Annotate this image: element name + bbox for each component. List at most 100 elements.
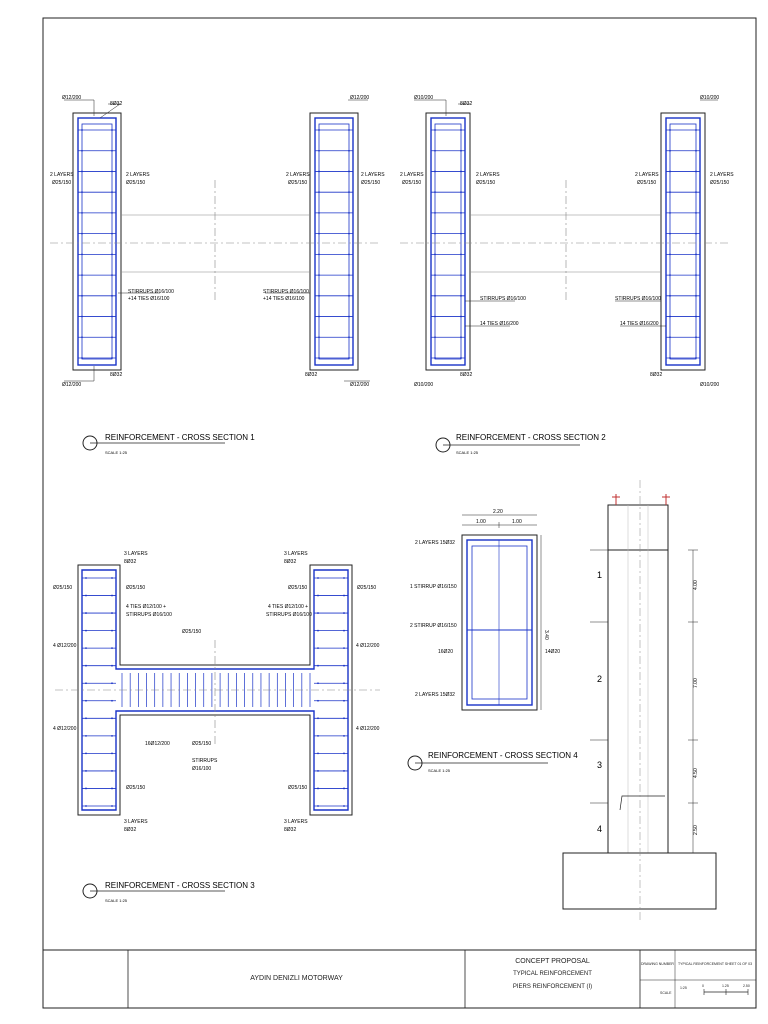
s2-title: REINFORCEMENT - CROSS SECTION 2 (456, 433, 606, 442)
s2-top-mid-label: 8Ø32 (460, 101, 472, 107)
s2-top-left-label: Ø10/200 (414, 95, 433, 101)
elev-dim-3: 4.50 (693, 768, 699, 778)
proposal-title: CONCEPT PROPOSAL (515, 958, 590, 965)
s4-layers-top: 2 LAYERS 15Ø32 (415, 540, 455, 546)
section-2: Ø10/200 8Ø32 Ø10/200 2 LAYERS Ø25/150 2 … (400, 95, 734, 455)
scale-bar-0: 0 (702, 984, 704, 988)
s3-bars-bot-r: 8Ø32 (284, 827, 296, 833)
s3-l-side-1: Ø25/150 (53, 585, 72, 591)
s3-web-bar: Ø25/150 (182, 629, 201, 635)
s1-layers-b: 2 LAYERS (126, 172, 150, 178)
s4-dim-right: 1.00 (512, 519, 522, 525)
scale-label: SCALE (660, 991, 672, 995)
s3-layers-top-r: 3 LAYERS (284, 551, 308, 557)
s1-layers-b-bar: Ø25/150 (126, 180, 145, 186)
s3-web-bot-1: 16Ø12/200 (145, 741, 170, 747)
sheet-border (42, 17, 757, 1009)
s2-right-column (660, 112, 706, 371)
s2-layers-a: 2 LAYERS (400, 172, 424, 178)
s2-top-right-label: Ø10/200 (700, 95, 719, 101)
project-name: AYDIN DENIZLI MOTORWAY (250, 975, 343, 982)
s4-layers-bot: 2 LAYERS 15Ø32 (415, 692, 455, 698)
s3-scale: SCALE 1:25 (105, 898, 128, 903)
s3-layers-bot-r: 3 LAYERS (284, 819, 308, 825)
s1-ties-a: +14 TIES Ø16/100 (128, 296, 170, 302)
s1-top-right-label: Ø12/200 (350, 95, 369, 101)
s2-ties-a: 14 TIES Ø16/200 (480, 321, 519, 327)
s3-l-phi-2: 4 Ø12/200 (53, 726, 77, 732)
s3-r-side-1: Ø25/150 (288, 585, 307, 591)
s1-layers-c: 2 LAYERS (286, 172, 310, 178)
s1-right-column (309, 112, 359, 371)
s4-dim-total: 2.20 (493, 509, 503, 515)
s1-stirrups-b: STIRRUPS Ø16/100 (263, 289, 309, 295)
s3-outline (77, 564, 353, 816)
s2-bot-mid2-label: 8Ø32 (650, 372, 662, 378)
s1-bot-mid2-label: 8Ø32 (305, 372, 317, 378)
s2-left-column (425, 112, 471, 371)
elev-marker-3: 3 (597, 760, 602, 770)
s2-layers-d-bar: Ø25/150 (710, 180, 729, 186)
s1-ties-b: +14 TIES Ø16/100 (263, 296, 305, 302)
scale-value: 1:25 (680, 986, 687, 990)
elev-marker-1: 1 (597, 570, 602, 580)
s2-scale: SCALE 1:25 (456, 450, 479, 455)
s1-layers-a-bar: Ø25/150 (52, 180, 71, 186)
s3-r-phi-2: 4 Ø12/200 (356, 726, 380, 732)
elev-marker-4: 4 (597, 824, 602, 834)
s3-r-bot-1: Ø25/150 (288, 785, 307, 791)
elev-dim-4: 2.50 (693, 825, 699, 835)
s1-bot-mid-label: 8Ø32 (110, 372, 122, 378)
s2-layers-b: 2 LAYERS (476, 172, 500, 178)
s1-title: REINFORCEMENT - CROSS SECTION 1 (105, 433, 255, 442)
s2-layers-c-bar: Ø25/150 (637, 180, 656, 186)
section-3: 3 LAYERS 8Ø32 3 LAYERS 8Ø32 Ø25/150 Ø25/… (53, 551, 380, 903)
s3-web-bot-2: Ø25/150 (192, 741, 211, 747)
s3-l-bot-1: Ø25/150 (126, 785, 145, 791)
s1-top-left-label: Ø12/200 (62, 95, 81, 101)
pier-elevation: 1 2 3 4 4.00 7.00 4.50 2.50 (562, 480, 717, 920)
s3-l-phi-1: 4 Ø12/200 (53, 643, 77, 649)
s4-scale: SCALE 1:25 (428, 768, 451, 773)
s2-bot-left-label: Ø10/200 (414, 382, 433, 388)
s2-ties-b: 14 TIES Ø16/200 (620, 321, 659, 327)
s1-layers-c-bar: Ø25/150 (288, 180, 307, 186)
proposal-line-2: TYPICAL REINFORCEMENT (513, 971, 592, 977)
s2-layers-d: 2 LAYERS (710, 172, 734, 178)
section-1: Ø12/200 8Ø32 Ø12/200 2 LAYERS Ø25/150 2 … (50, 95, 385, 455)
s4-stirrup-1: 1 STIRRUP Ø16/150 (410, 584, 457, 590)
s2-stirrups-a: STIRRUPS Ø16/100 (480, 296, 526, 302)
title-block (43, 949, 756, 1008)
s1-top-mid-label: 8Ø32 (110, 101, 122, 107)
s2-layers-c: 2 LAYERS (635, 172, 659, 178)
s2-layers-b-bar: Ø25/150 (476, 180, 495, 186)
s1-layers-d-bar: Ø25/150 (361, 180, 380, 186)
s1-bot-left-label: Ø12/200 (62, 382, 81, 388)
elev-dim-2: 7.00 (693, 678, 699, 688)
elev-dim-1: 4.00 (693, 580, 699, 590)
s3-web-stirrups: STIRRUPS (192, 758, 218, 764)
elev-marker-2: 2 (597, 674, 602, 684)
s2-bot-right-label: Ø10/200 (700, 382, 719, 388)
scale-bar-mid: 1.25 (722, 984, 729, 988)
s4-title: REINFORCEMENT - CROSS SECTION 4 (428, 751, 578, 760)
s1-layers-a: 2 LAYERS (50, 172, 74, 178)
s2-bot-mid-label: 8Ø32 (460, 372, 472, 378)
s1-bot-right-label: Ø12/200 (350, 382, 369, 388)
s1-left-column (72, 112, 122, 371)
s3-web-stirrups-bar: Ø16/100 (192, 766, 211, 772)
s3-ties-l: 4 TIES Ø12/100 + (126, 604, 166, 610)
s2-stirrups-b: STIRRUPS Ø16/100 (615, 296, 661, 302)
s4-dim-height: 3.40 (543, 630, 549, 640)
s3-ties-r: 4 TIES Ø12/100 + (268, 604, 308, 610)
section-4: 2.20 1.00 1.00 3.40 2 LAYERS 15Ø32 1 STI… (407, 509, 578, 773)
drawing-number-label: DRAWING NUMBER (641, 962, 674, 966)
s4-dim-left: 1.00 (476, 519, 486, 525)
s4-side-bar: 14Ø20 (545, 649, 560, 655)
s1-scale: SCALE 1:25 (105, 450, 128, 455)
s4-stirrup-2: 2 STIRRUP Ø16/150 (410, 623, 457, 629)
s3-stirrups-r: STIRRUPS Ø16/100 (266, 612, 312, 618)
s3-stirrups-l: STIRRUPS Ø16/100 (126, 612, 172, 618)
s4-mid-bar: 16Ø20 (438, 649, 453, 655)
